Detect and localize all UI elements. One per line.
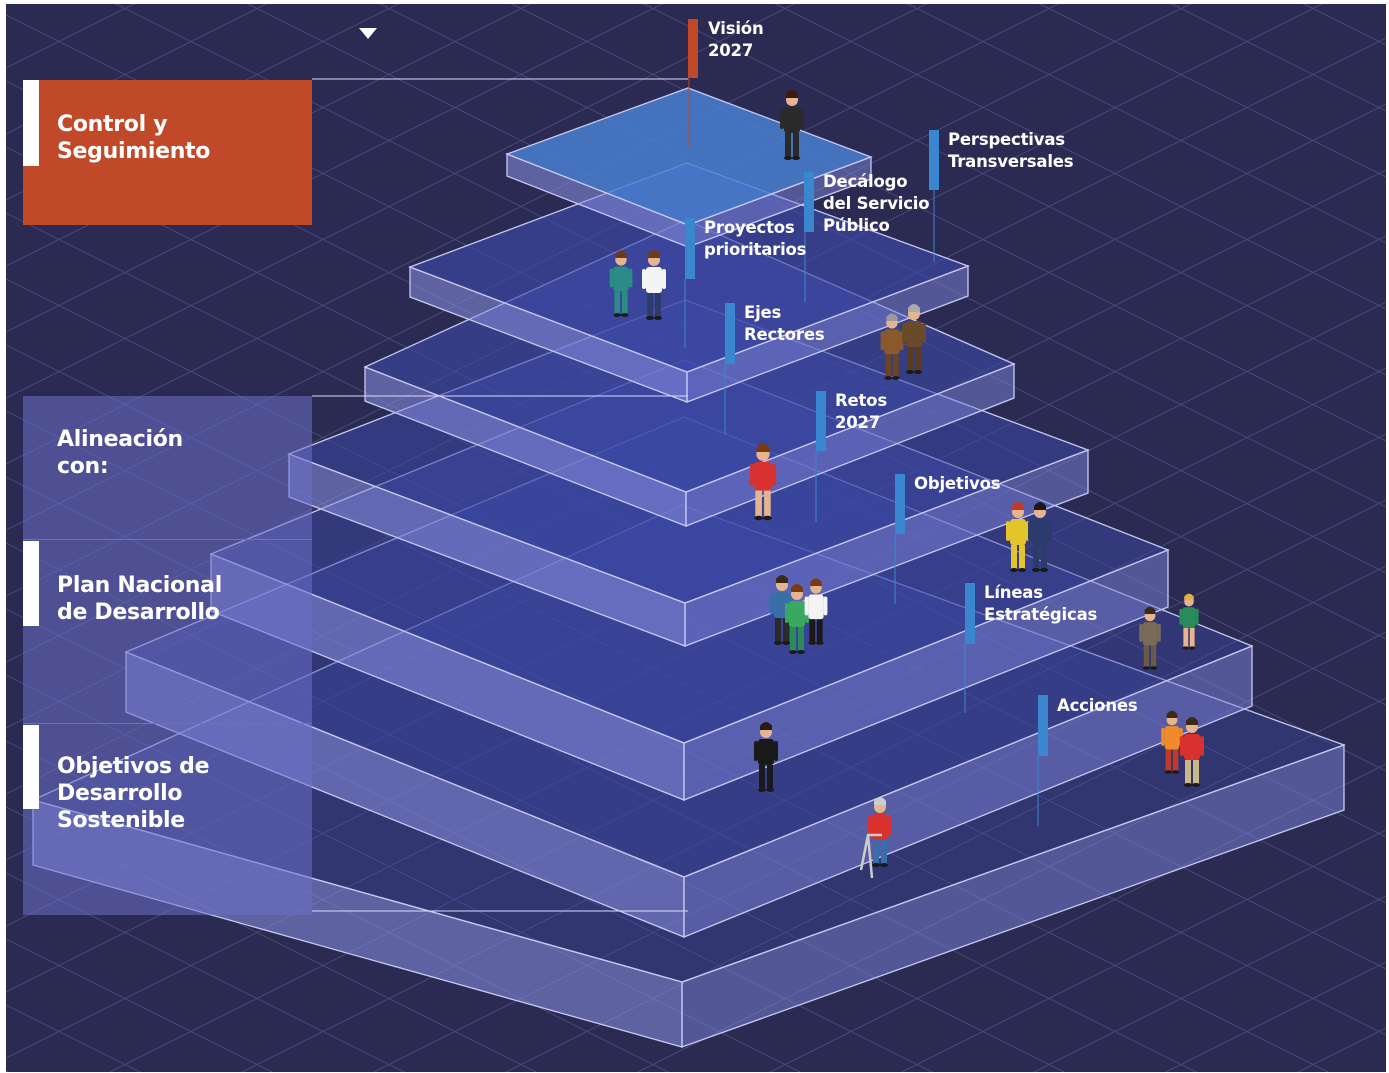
couple-standing-icon <box>1161 710 1183 774</box>
firefighter-and-police-icon <box>1006 502 1030 572</box>
tag-decalogo <box>804 172 814 232</box>
label-acciones: Acciones <box>1057 696 1138 715</box>
pregnant-woman-icon <box>749 443 777 521</box>
pyramid-layers <box>31 87 1346 1048</box>
alignment-header: Alineación con: <box>57 427 183 479</box>
nurse-and-doctor-icon <box>609 250 633 317</box>
control-box <box>23 80 312 225</box>
alignment-panel <box>23 396 312 915</box>
grid-line <box>6 674 802 1072</box>
family-with-wheelchair-icon <box>1139 606 1161 670</box>
nurse-and-doctor-icon <box>642 250 666 320</box>
grid-line <box>6 4 796 399</box>
ods-label: Objetivos de Desarrollo Sostenible <box>57 754 210 833</box>
pnd-accent-bar <box>23 541 39 626</box>
grid-line <box>768 763 1386 1072</box>
grid-line <box>6 1070 10 1072</box>
ods-accent-bar <box>23 725 39 809</box>
control-label: Control y Seguimiento <box>57 112 211 164</box>
tag-retos <box>816 391 826 451</box>
grid-line <box>900 829 1386 1072</box>
grid-line <box>906 4 1386 244</box>
label-ejes: Ejes Rectores <box>744 303 825 344</box>
tag-objetivos <box>895 474 905 534</box>
alignment-divider-2 <box>23 723 312 724</box>
elderly-couple-icon <box>902 304 926 374</box>
label-decalogo: Decálogo del Servicio Público <box>823 172 930 235</box>
group-of-people-icon <box>804 578 828 645</box>
control-accent-bar <box>23 80 39 166</box>
grid-line <box>1302 4 1386 46</box>
label-vision: Visión 2027 <box>708 19 764 60</box>
businesswoman-icon <box>754 722 778 792</box>
tag-vision <box>688 19 698 78</box>
grid-line <box>774 4 1386 310</box>
label-lineas: Líneas Estratégicas <box>984 583 1098 624</box>
people-figures <box>609 90 1204 879</box>
tag-acciones <box>1038 695 1048 756</box>
grid-line <box>0 0 10 1073</box>
grid-line <box>6 4 664 333</box>
alignment-divider-1 <box>23 539 312 540</box>
tag-proyectos <box>685 218 695 279</box>
layer-top-face <box>505 87 873 226</box>
connector-lines <box>312 78 1039 912</box>
businesswoman-pointing-icon <box>780 90 804 160</box>
label-proyectos: Proyectos prioritarios <box>704 218 807 259</box>
walker-icon <box>859 833 882 879</box>
label-perspectivas: Perspectivas Transversales <box>948 130 1074 171</box>
pyramid-layer-7 <box>505 87 873 248</box>
grid-line <box>1296 1027 1386 1072</box>
elderly-couple-icon <box>880 313 904 380</box>
label-objetivos: Objetivos <box>914 474 1001 493</box>
pnd-label: Plan Nacional de Desarrollo <box>57 573 222 625</box>
grid-line <box>504 631 1386 1072</box>
grid-line <box>642 4 1386 376</box>
tag-perspectivas <box>929 130 939 190</box>
label-retos: Retos 2027 <box>835 391 887 432</box>
caret-down-icon[interactable] <box>359 28 377 39</box>
tag-ejes <box>725 303 735 364</box>
couple-standing-icon <box>1180 717 1204 787</box>
grid-line <box>108 433 1386 1072</box>
elderly-man-walker-icon <box>868 797 892 867</box>
group-of-people-icon <box>785 584 809 654</box>
family-with-wheelchair-icon <box>1179 593 1199 650</box>
tag-lineas <box>965 583 975 644</box>
grid-line <box>1170 4 1386 112</box>
firefighter-and-police-icon <box>1028 502 1052 572</box>
grid-line <box>1164 961 1386 1072</box>
